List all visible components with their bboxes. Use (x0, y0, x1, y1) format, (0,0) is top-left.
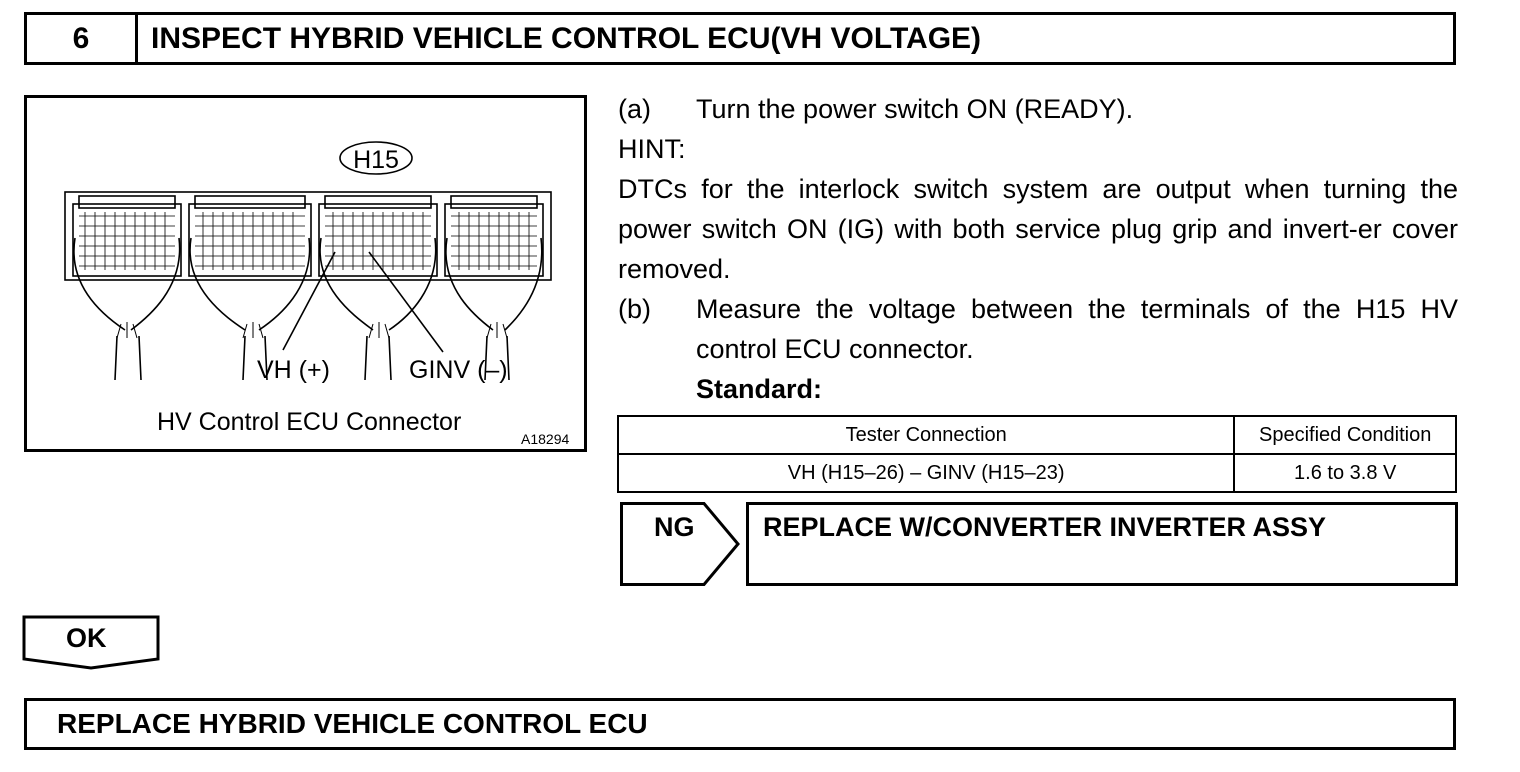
wire-harness (73, 237, 543, 381)
table-header-cell: Specified Condition (1233, 415, 1457, 455)
connector-figure: H15 VH (+) GINV (–) HV Control ECU Conne… (24, 95, 587, 452)
ok-arrow-shape (22, 615, 160, 670)
vh-leader-line (282, 251, 336, 351)
step-number: 6 (27, 15, 138, 62)
hint-label: HINT: (618, 134, 686, 164)
leader-lines (282, 251, 444, 353)
ng-result: NG REPLACE W/CONVERTER INVERTER ASSY (620, 502, 1458, 586)
ng-action-text: REPLACE W/CONVERTER INVERTER ASSY (763, 512, 1327, 542)
connector-tag-oval (339, 141, 413, 175)
ng-action-box (746, 502, 1458, 586)
connector-block-2 (188, 195, 312, 277)
hint-text: DTCs for the interlock switch system are… (618, 174, 1458, 284)
ng-arrow-shape (620, 502, 740, 586)
figure-caption: HV Control ECU Connector (157, 408, 461, 436)
connector-block-1 (72, 195, 182, 277)
instruction-a-text: Turn the power switch ON (READY). (696, 94, 1134, 124)
ginv-leader-line (368, 251, 444, 353)
table-header-cell: Tester Connection (616, 415, 1236, 455)
instruction-a: (a) Turn the power switch ON (READY). (618, 89, 1133, 129)
step-header: 6 INSPECT HYBRID VEHICLE CONTROL ECU(VH … (24, 12, 1456, 65)
figure-id: A18294 (521, 431, 569, 447)
table-cell: 1.6 to 3.8 V (1233, 453, 1457, 493)
instruction-a-marker: (a) (618, 94, 651, 124)
table-cell: VH (H15–26) – GINV (H15–23) (616, 453, 1236, 493)
final-action-box: REPLACE HYBRID VEHICLE CONTROL ECU (24, 698, 1456, 750)
table-row: VH (H15–26) – GINV (H15–23) 1.6 to 3.8 V (616, 453, 1457, 493)
ginv-terminal-label: GINV (–) (409, 356, 508, 384)
vh-terminal-label: VH (+) (257, 356, 330, 384)
ok-result: OK (22, 615, 162, 671)
connector-body (64, 191, 552, 281)
ng-outline (620, 502, 1458, 586)
connector-diagram: H15 VH (+) GINV (–) HV Control ECU Conne… (64, 141, 569, 447)
ok-outline (22, 615, 160, 670)
final-action-text: REPLACE HYBRID VEHICLE CONTROL ECU (57, 708, 648, 739)
instruction-b-text: Measure the voltage between the terminal… (696, 294, 1458, 364)
instruction-b-marker: (b) (618, 294, 651, 324)
step-title: INSPECT HYBRID VEHICLE CONTROL ECU(VH VO… (151, 21, 982, 55)
connector-block-4 (444, 195, 544, 277)
spec-table: Tester Connection Specified Condition VH… (616, 415, 1457, 493)
connector-tag-label: H15 (353, 146, 399, 174)
ok-label: OK (66, 623, 107, 653)
wire-strands (116, 322, 508, 339)
connector-block-3 (318, 195, 438, 277)
table-header-row: Tester Connection Specified Condition (616, 415, 1457, 455)
ng-label: NG (654, 512, 695, 542)
pin-grid (79, 212, 537, 270)
standard-label: Standard: (696, 374, 823, 404)
